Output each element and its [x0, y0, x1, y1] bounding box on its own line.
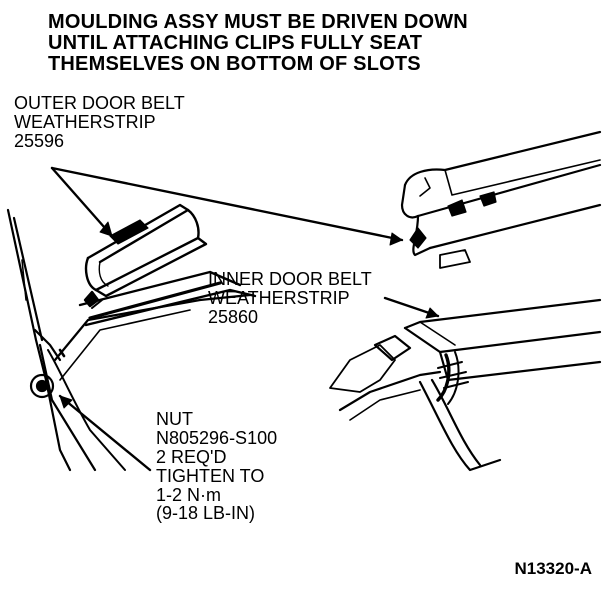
- inner-callout-line-3: 25860: [208, 306, 259, 327]
- nut-callout-line-4: TIGHTEN TO: [156, 465, 265, 486]
- arrowhead-outer-left: [99, 221, 113, 237]
- arrowhead-outer-right: [389, 232, 403, 246]
- outer-weatherstrip-callout: OUTER DOOR BELT WEATHERSTRIP 25596: [14, 94, 185, 151]
- nut-callout-line-2: N805296-S100: [156, 427, 278, 448]
- heading-line-1: MOULDING ASSY MUST BE DRIVEN DOWN: [48, 11, 468, 33]
- outer-weatherstrip-right: [400, 130, 602, 269]
- heading-line-3: THEMSELVES ON BOTTOM OF SLOTS: [48, 53, 421, 75]
- heading-note: MOULDING ASSY MUST BE DRIVEN DOWN UNTIL …: [48, 12, 468, 75]
- figure-number: N13320-A: [514, 559, 593, 579]
- nut-callout: NUT N805296-S100 2 REQ'D TIGHTEN TO 1-2 …: [156, 410, 277, 523]
- outer-weatherstrip-left: [78, 203, 257, 327]
- arrowhead-inner: [425, 307, 439, 319]
- heading-line-2: UNTIL ATTACHING CLIPS FULLY SEAT: [48, 32, 423, 54]
- arrowhead-nut: [59, 395, 73, 409]
- nut-drawing: [29, 348, 66, 399]
- nut-callout-line-1: NUT: [156, 409, 193, 429]
- leader-lines: [50, 166, 440, 472]
- nut-callout-line-5: 1-2 N·m: [156, 484, 222, 505]
- inner-weatherstrip-drawing: [329, 298, 602, 472]
- outer-callout-line-3: 25596: [14, 130, 65, 151]
- inner-callout-line-2: WEATHERSTRIP: [208, 287, 350, 308]
- outer-callout-line-1: OUTER DOOR BELT: [14, 93, 185, 113]
- outer-callout-line-2: WEATHERSTRIP: [14, 111, 156, 132]
- inner-callout-line-1: INNER DOOR BELT: [208, 269, 372, 289]
- inner-weatherstrip-callout: INNER DOOR BELT WEATHERSTRIP 25860: [208, 270, 372, 327]
- nut-callout-line-6: (9-18 LB-IN): [156, 503, 256, 524]
- nut-callout-line-3: 2 REQ'D: [156, 446, 227, 467]
